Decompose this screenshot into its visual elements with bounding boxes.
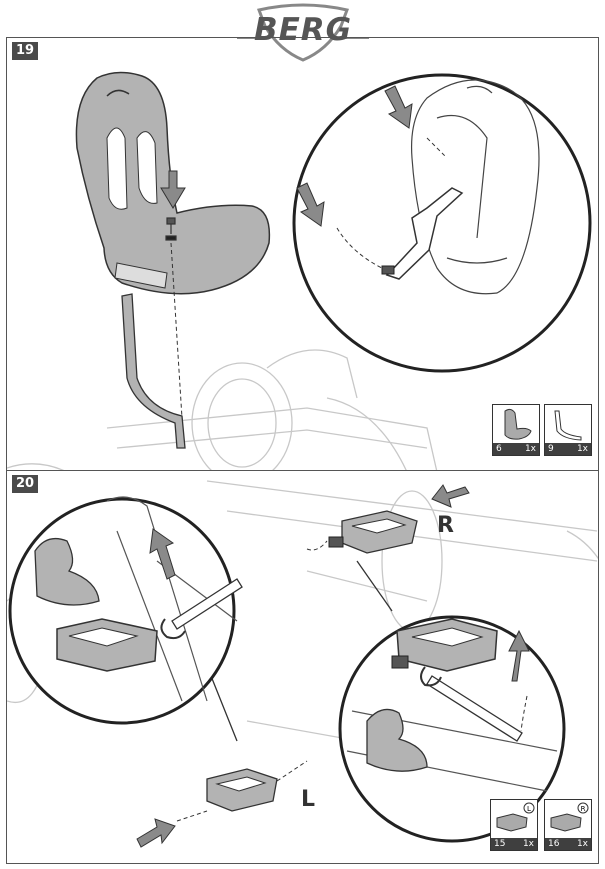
side-label-right: R [437,513,454,538]
step-19-illustration [7,71,592,470]
pedal-badge: L [527,805,531,813]
part-number: 9 [548,444,554,454]
seat-icon [75,71,271,295]
logo-shield-icon [237,3,369,62]
pedal-right-icon: R [550,802,589,832]
logo-text: BERG [253,12,353,48]
step-19-panel: 19 6 1x 9 1x [6,37,599,471]
part-number: 16 [548,839,560,849]
pedal-left-icon [206,768,278,812]
part-card: 6 1x [492,404,540,456]
pedal-left-icon: L [496,802,535,832]
pedal-right-icon [328,510,418,554]
part-qty: 1x [576,839,588,849]
part-number: 15 [494,839,506,849]
seat-bracket-icon [554,410,582,441]
part-card: 9 1x [544,404,592,456]
step-20-illustration [7,480,598,848]
part-number: 6 [496,444,502,454]
side-label-left: L [301,787,316,812]
pedal-badge: R [581,805,586,813]
part-qty: 1x [524,444,536,454]
berg-logo: BERG [237,2,369,62]
step-number: 20 [12,475,39,493]
part-card: L 15 1x [490,799,538,851]
part-qty: 1x [522,839,534,849]
part-qty: 1x [576,444,588,454]
step-20-panel: 20 R L L 15 1x R 16 1x [6,471,599,864]
seat-icon [504,408,532,440]
part-card: R 16 1x [544,799,592,851]
step-number: 19 [12,42,39,60]
